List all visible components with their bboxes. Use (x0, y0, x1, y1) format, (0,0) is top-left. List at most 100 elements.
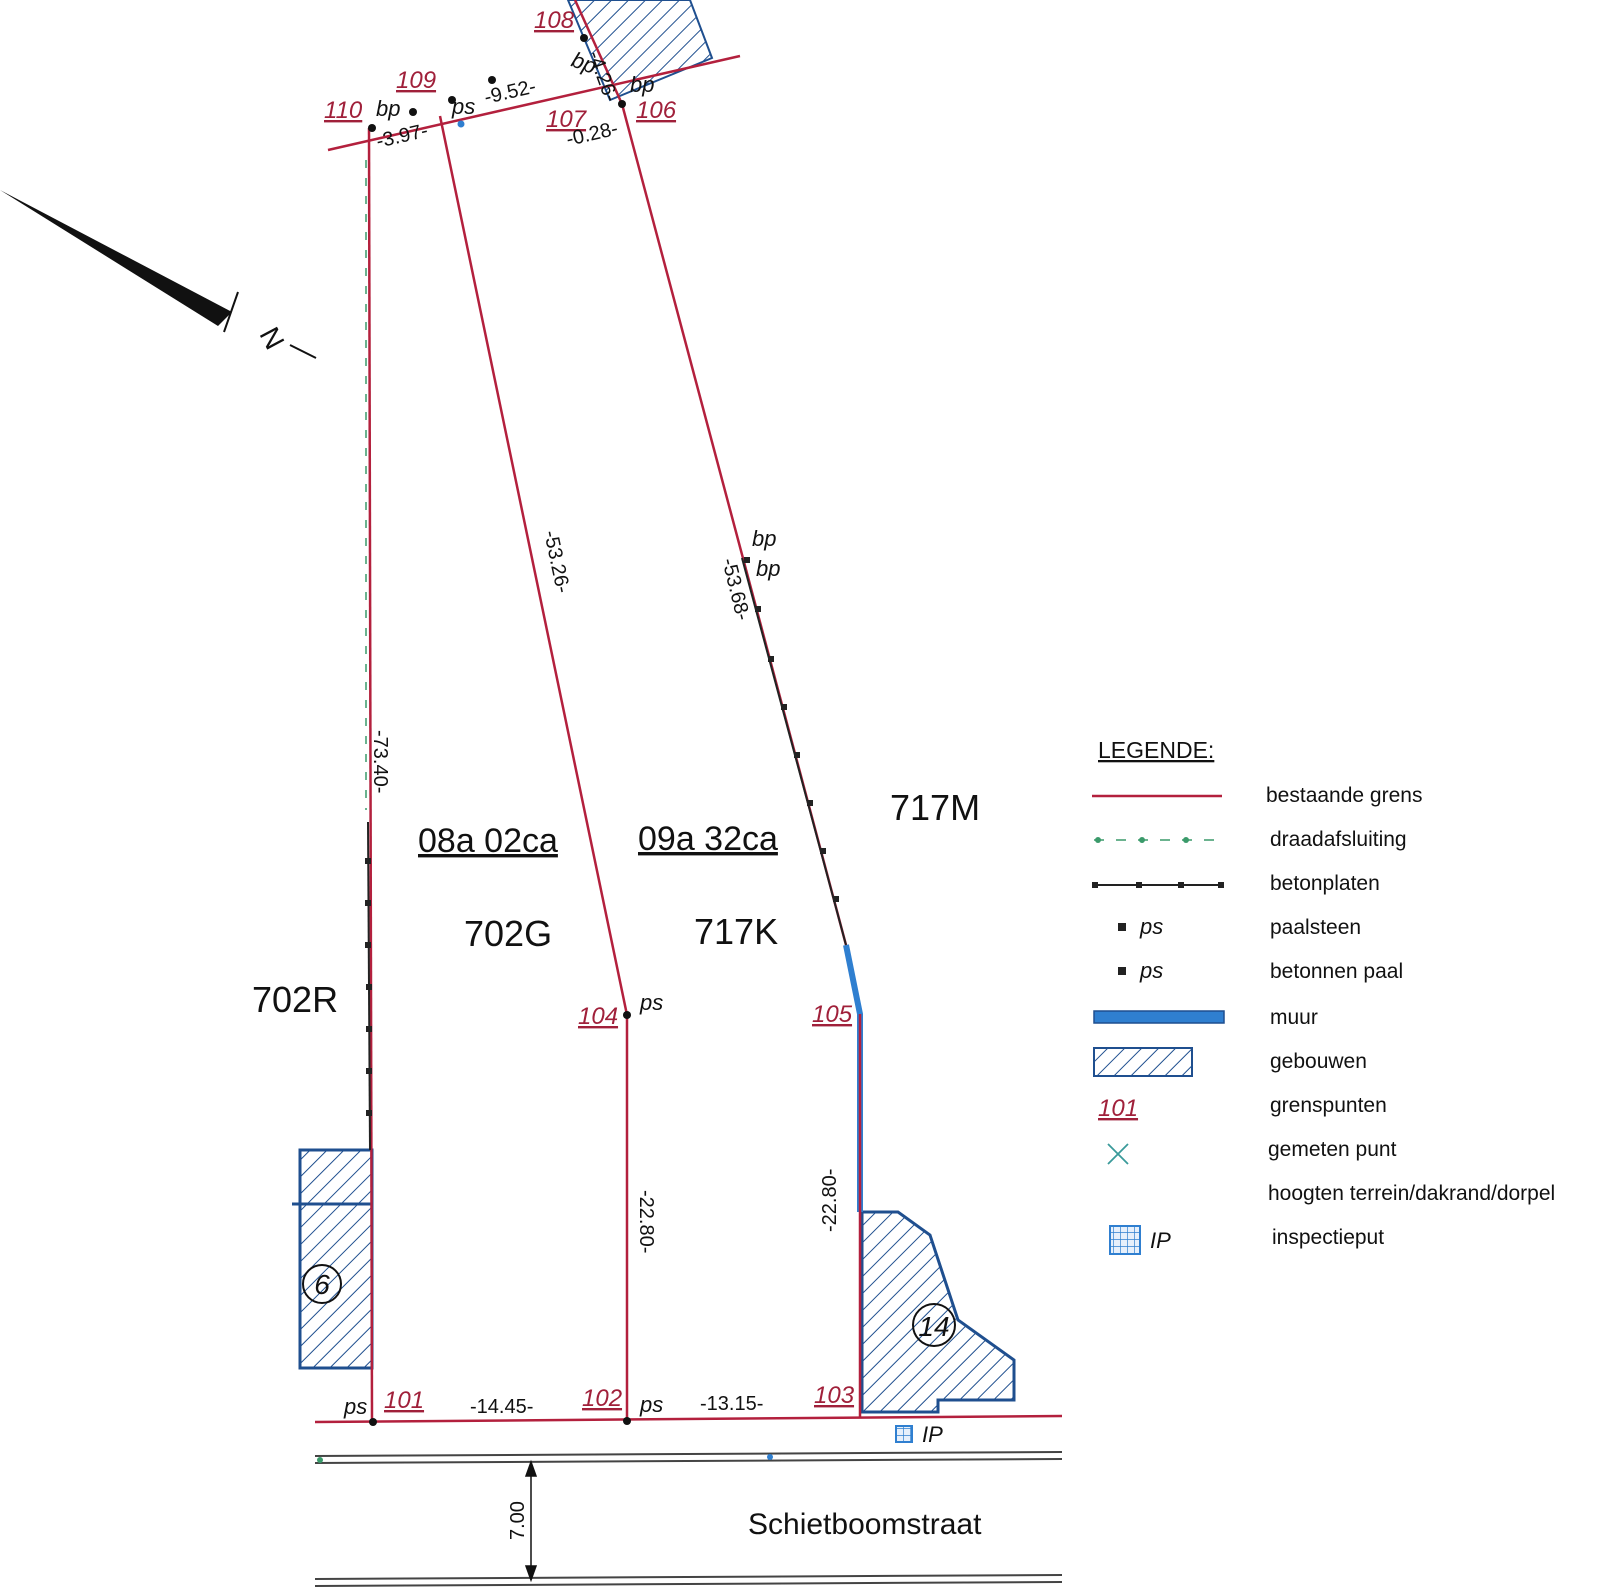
marker-dot-1 (488, 76, 496, 84)
measure-14-45: -14.45- (470, 1396, 533, 1418)
point-103: 103 (814, 1382, 855, 1409)
legend-label-paalsteen: paalsteen (1270, 916, 1361, 939)
area-717K: 09a 32ca (638, 820, 778, 858)
measure-73-40: -73.40- (369, 730, 391, 793)
legend-swatch-gebouwen (1093, 1047, 1193, 1077)
legend-swatch-gemeten-icon (1107, 1143, 1129, 1165)
legend-sample-ip: IP (1150, 1228, 1171, 1253)
legend-swatch-paal (1118, 967, 1126, 975)
point-101: 101 (384, 1387, 424, 1414)
street-edge-bottom-1 (314, 1574, 1063, 1580)
measure-22-80-left: -22.80- (635, 1190, 657, 1253)
label-bp-110: bp (376, 96, 400, 121)
legend-swatch-draad-dot-3 (1183, 837, 1189, 843)
measure-53-26: -53.26- (539, 528, 574, 595)
measure-13-15: -13.15- (700, 1393, 763, 1415)
wall-right (843, 944, 863, 1212)
point-104: 104 (578, 1003, 618, 1030)
legend-swatch-ip-icon (1109, 1225, 1141, 1255)
label-ps-top: ps (451, 94, 475, 119)
measure-22-80-right: -22.80- (819, 1169, 841, 1232)
building-14 (860, 1210, 1016, 1414)
building-6-number: 6 (314, 1269, 330, 1300)
label-bp-right-1: bp (752, 526, 776, 551)
building-14-circle (912, 1303, 956, 1347)
legend-title: LEGENDE: (1098, 737, 1214, 763)
legend-swatch-beton-dot-1 (1092, 882, 1098, 888)
building-6 (298, 1148, 374, 1370)
parcel-717M: 717M (890, 787, 980, 828)
north-label: N (254, 322, 291, 354)
marker-110 (368, 124, 376, 132)
point-110: 110 (324, 97, 363, 124)
point-107: 107 (546, 106, 588, 133)
label-bp-right-2: bp (756, 556, 780, 581)
measure-53-68: -53.68- (717, 556, 754, 623)
label-ip: IP (922, 1422, 943, 1447)
legend-label-beton: betonplaten (1270, 872, 1380, 895)
legend-swatch-draad-dot-2 (1139, 837, 1145, 843)
legend-label-muur: muur (1270, 1006, 1318, 1029)
boundary-108-106 (573, 0, 624, 105)
area-702G: 08a 02ca (418, 822, 558, 860)
measure-3-97: -3.97- (374, 120, 430, 153)
street-edge-bottom-2 (314, 1581, 1063, 1587)
street-dot-1 (317, 1457, 323, 1463)
parcel-717K: 717K (694, 911, 778, 952)
legend-label-grenspunten: grenspunten (1270, 1094, 1387, 1117)
street-name: Schietboomstraat (748, 1508, 982, 1541)
legend-swatch-muur (1093, 1010, 1225, 1024)
parcel-702G: 702G (464, 913, 552, 954)
point-108: 108 (534, 7, 575, 34)
marker-ps-top (448, 96, 456, 104)
building-top (566, 0, 714, 102)
legend-sample-point: 101 (1098, 1095, 1138, 1122)
concrete-plates-left-dots (365, 858, 372, 1116)
legend-label-draad: draadafsluiting (1270, 828, 1407, 851)
legend-label-inspectieput: inspectieput (1272, 1226, 1384, 1249)
north-arrow-dash (289, 344, 317, 359)
arrow-head-bottom (524, 1565, 538, 1583)
boundary-109-104 (438, 115, 629, 1016)
legend-swatch-beton-dot-4 (1218, 882, 1224, 888)
boundary-front (314, 1414, 1063, 1424)
legend-sample-ps-1: ps (1139, 914, 1163, 939)
legend-label-paal: betonnen paal (1270, 960, 1403, 983)
inspection-pit (895, 1425, 913, 1443)
marker-108 (580, 34, 588, 42)
legend-swatch-paalsteen (1118, 923, 1126, 931)
boundary-left (367, 127, 374, 1423)
legend-swatch-beton-dot-2 (1136, 882, 1142, 888)
parcel-702R: 702R (252, 979, 338, 1020)
legend-sample-ps-2: ps (1139, 958, 1163, 983)
legend-label-gebouwen: gebouwen (1270, 1050, 1367, 1073)
point-106: 106 (636, 97, 677, 124)
marker-109 (409, 108, 417, 116)
marker-106 (618, 100, 626, 108)
label-bp-106: bp (630, 72, 654, 97)
label-ps-102: ps (639, 1392, 663, 1417)
legend-swatch-beton-dot-3 (1178, 882, 1184, 888)
point-105: 105 (812, 1001, 853, 1028)
marker-101 (369, 1418, 377, 1426)
marker-102 (623, 1417, 631, 1425)
street-edge-top-2 (314, 1458, 1063, 1464)
legend-label-gemeten: gemeten punt (1268, 1138, 1397, 1161)
legend: LEGENDE: bestaande grens draadafsluiting… (1092, 737, 1555, 1255)
street-dot-2 (767, 1454, 773, 1460)
north-arrow-icon (0, 190, 232, 326)
boundary-top (327, 54, 741, 152)
concrete-plates-right (741, 557, 847, 946)
arrow-head-top (524, 1459, 538, 1477)
marker-104 (623, 1011, 631, 1019)
legend-label-hoogten: hoogten terrein/dakrand/dorpel (1268, 1182, 1555, 1205)
label-ps-101: ps (343, 1394, 367, 1419)
building-14-number: 14 (918, 1311, 949, 1342)
point-109: 109 (396, 67, 436, 94)
measure-street-width: 7.00 (507, 1501, 529, 1540)
building-6-circle (302, 1264, 342, 1304)
concrete-plates-right-dots (744, 557, 839, 902)
legend-label-grens: bestaande grens (1266, 784, 1422, 807)
measured-point-blue (457, 120, 465, 128)
legend-swatch-draad-dot-1 (1095, 837, 1101, 843)
